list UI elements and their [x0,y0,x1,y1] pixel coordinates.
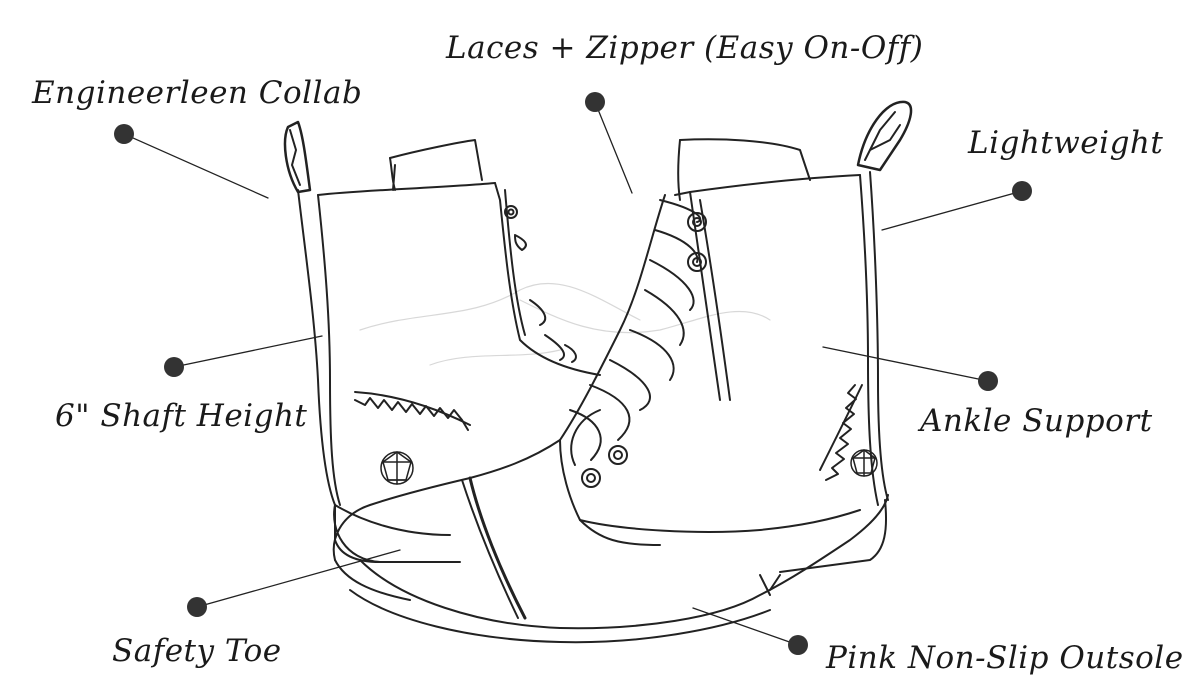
eyelets-right [581,212,707,488]
dot-outsole [788,635,808,655]
label-laces-zipper: Laces + Zipper (Easy On-Off) [446,30,924,66]
leader-shaft [173,335,323,368]
label-engineerleen-collab: Engineerleen Collab [32,75,363,111]
label-lightweight: Lightweight [968,125,1164,161]
dot-laces [585,92,605,112]
leader-collab [123,133,269,199]
callout-leaders [123,101,1023,646]
dot-ankle [978,371,998,391]
callout-dots [114,92,1032,655]
label-shaft-height: 6" Shaft Height [55,398,308,434]
gem-logo-left [380,451,414,485]
left-boot [283,120,601,563]
dot-shaft [164,357,184,377]
label-pink-outsole: Pink Non-Slip Outsole [826,640,1184,676]
label-ankle-support: Ankle Support [920,403,1153,439]
label-safety-toe: Safety Toe [112,633,282,669]
gem-logo-right [850,449,878,477]
dot-lightweight [1012,181,1032,201]
leader-ankle [822,346,989,382]
leader-laces [594,101,633,194]
leader-toe [196,549,401,608]
leader-outsole [692,607,799,646]
dot-collab [114,124,134,144]
dot-toe [187,597,207,617]
leader-lightweight [881,190,1023,231]
background-tracing [359,282,771,366]
right-boot [332,100,913,644]
